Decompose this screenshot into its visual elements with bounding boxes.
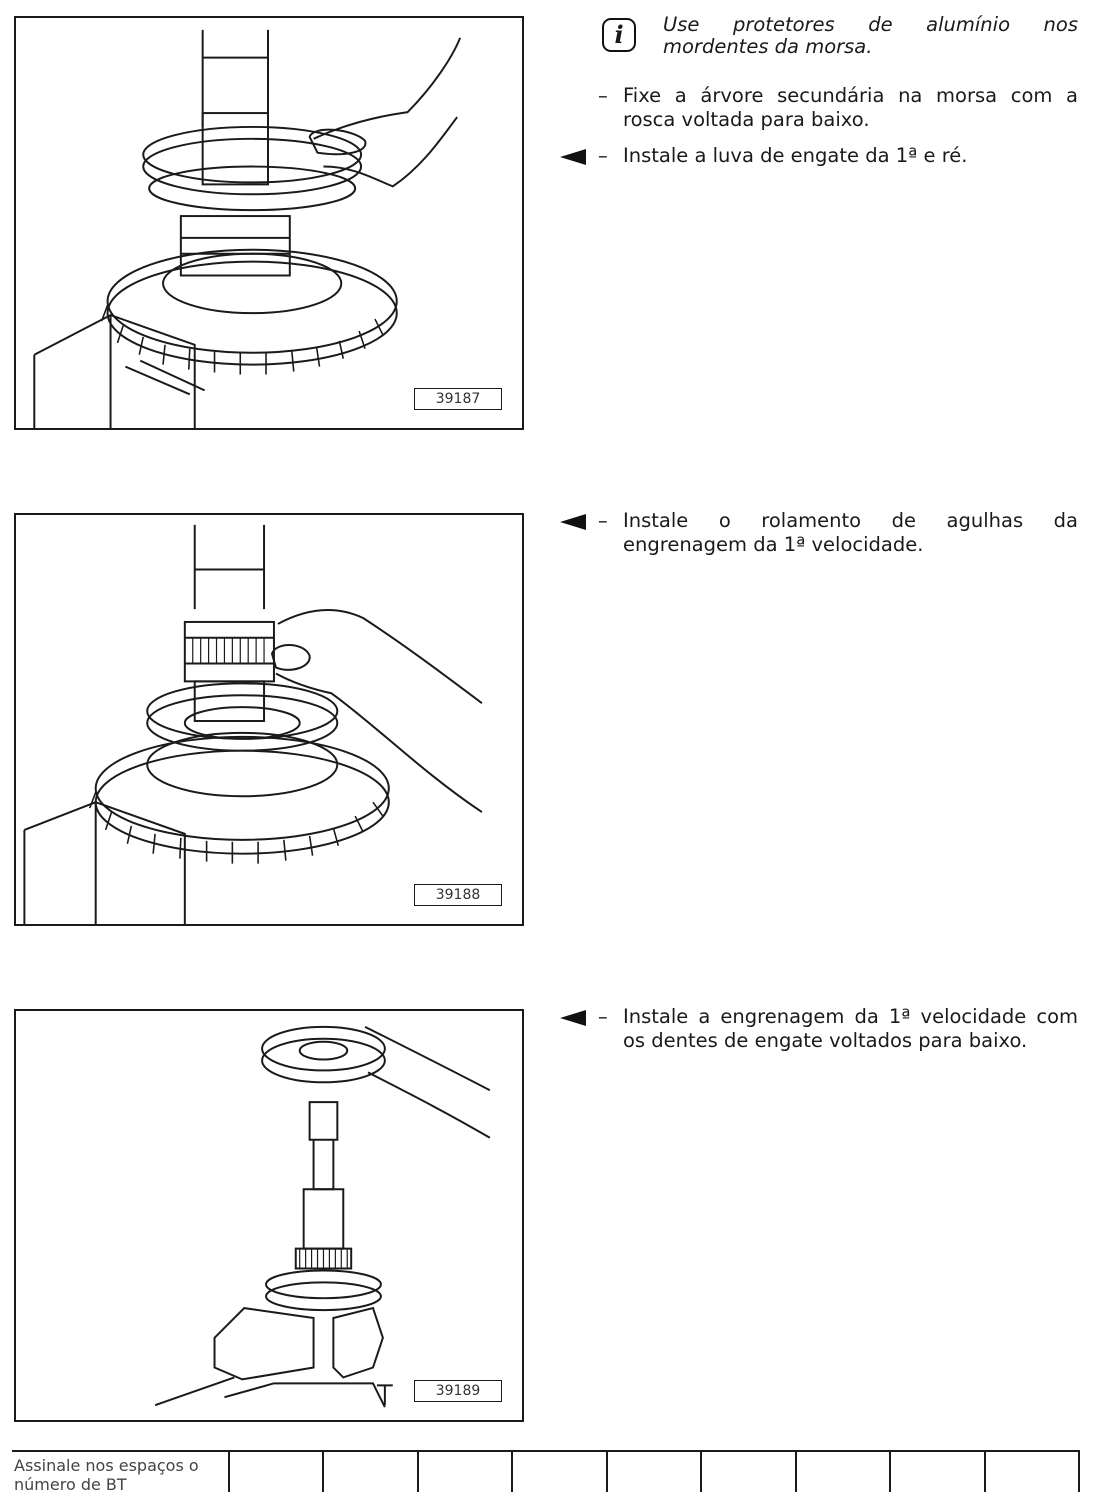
step-install-first-gear: – Instale a engrenagem da 1ª velocidade …	[560, 1005, 1078, 1053]
pointer-arrow-icon	[560, 1010, 586, 1026]
step-text: Instale a luva de engate da 1ª e ré.	[623, 144, 968, 167]
figure-39187: 39187	[14, 16, 524, 430]
bt-cell	[416, 1452, 511, 1492]
figure-number: 39188	[414, 884, 502, 906]
figure-number: 39189	[414, 1380, 502, 1402]
step-dash: –	[598, 509, 608, 532]
note-text: Use protetores de alumínio nos mordentes…	[663, 13, 1078, 58]
illustration-needle-bearing	[23, 524, 483, 924]
bt-cell	[228, 1452, 322, 1492]
step-text: Fixe a árvore secundária na morsa com a …	[623, 84, 1078, 131]
bt-cell	[322, 1452, 416, 1492]
bt-cell	[511, 1452, 605, 1492]
step-install-needle-bearing: – Instale o rolamento de agulhas da engr…	[560, 509, 1078, 557]
step-text: Instale o rolamento de agulhas da engren…	[623, 509, 1078, 556]
figure-39189: 39189	[14, 1009, 524, 1422]
figure-39188: 39188	[14, 513, 524, 926]
illustration-sliding-sleeve	[33, 29, 462, 428]
pointer-arrow-icon	[560, 149, 586, 165]
illustration-first-gear	[154, 1025, 491, 1408]
step-dash: –	[598, 1005, 608, 1028]
bt-cell	[700, 1452, 794, 1492]
step-text: Instale a engrenagem da 1ª velocidade co…	[623, 1005, 1078, 1052]
step-dash: –	[598, 84, 608, 107]
bt-cell	[605, 1452, 700, 1492]
bt-signature-table: Assinale nos espaços o número de BT	[12, 1450, 1080, 1494]
footer-label: Assinale nos espaços o número de BT	[14, 1456, 199, 1494]
bt-cell	[794, 1452, 889, 1492]
step-fix-shaft: – Fixe a árvore secundária na morsa com …	[560, 84, 1078, 132]
pointer-arrow-icon	[560, 514, 586, 530]
bt-cell	[889, 1452, 983, 1492]
info-icon: i	[602, 18, 636, 52]
step-dash: –	[598, 144, 608, 167]
figure-number: 39187	[414, 388, 502, 410]
step-install-sleeve: – Instale a luva de engate da 1ª e ré.	[560, 144, 1078, 168]
info-note: i Use protetores de alumínio nos mordent…	[600, 14, 1078, 58]
bt-cell	[983, 1452, 1080, 1492]
